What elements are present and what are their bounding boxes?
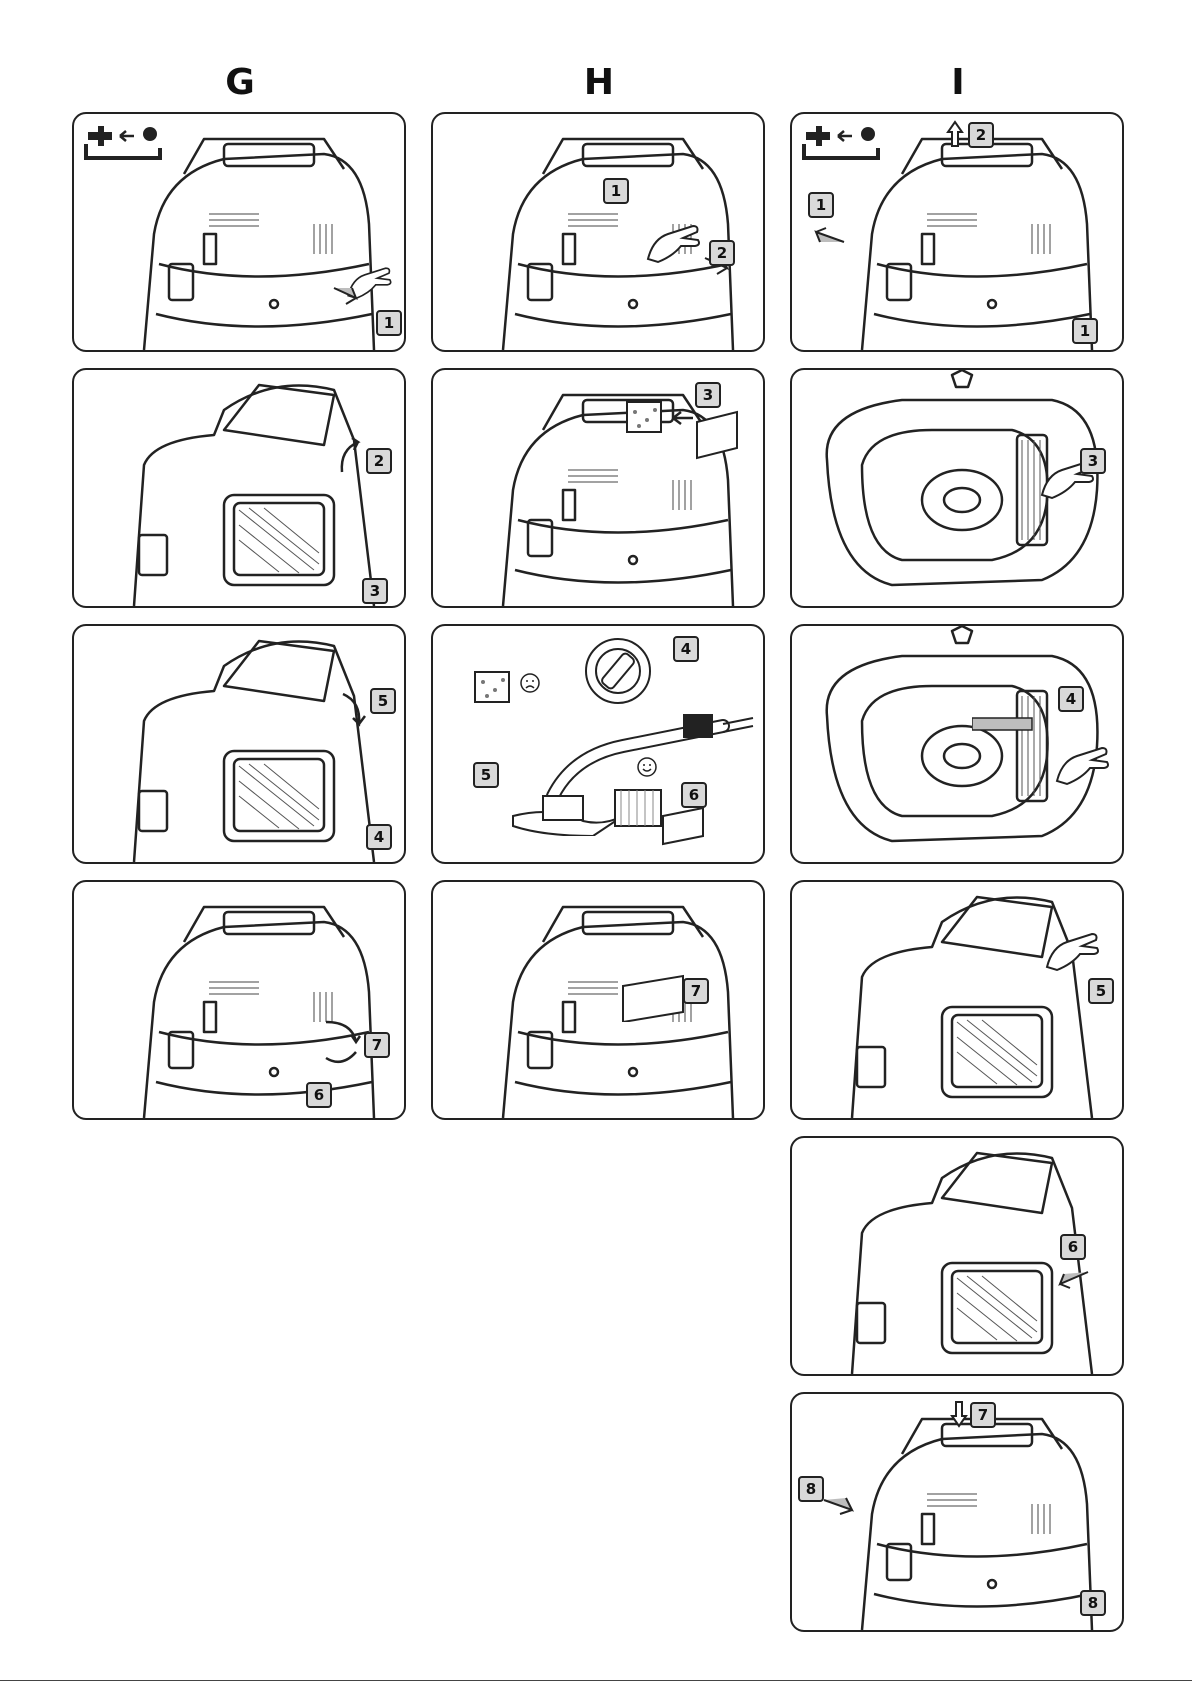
step-badge: 1 [376,310,402,336]
panel-i4: 5 [790,880,1124,1120]
panel-i6: 7 8 8 [790,1392,1124,1632]
step-badge: 2 [968,122,994,148]
unplug-icon [800,122,882,162]
column-heading-h: H [559,62,639,103]
arrow-icon [336,436,366,476]
step-badge: 4 [673,636,699,662]
hand-icon [1052,736,1112,786]
vacuum-illustration [74,882,404,1118]
arrow-icon [946,120,964,148]
panel-g2: 2 3 [72,368,406,608]
step-badge: 7 [970,1402,996,1428]
panel-h4: 7 [431,880,765,1120]
step-badge: 5 [1088,978,1114,1004]
hand-icon [1042,922,1102,972]
step-badge: 6 [1060,1234,1086,1260]
panel-h2: 3 [431,368,765,608]
panel-h1: 1 2 [431,112,765,352]
hand-icon [643,214,703,264]
arrow-icon [339,690,369,730]
step-badge: 4 [366,824,392,850]
step-badge: 3 [362,578,388,604]
vacuum-illustration [433,882,763,1118]
arrow-icon [332,284,368,308]
panel-g4: 7 6 [72,880,406,1120]
panel-i5: 6 [790,1136,1124,1376]
arrow-icon [322,1002,362,1072]
step-badge: 5 [473,762,499,788]
vacuum-open-illustration [792,882,1122,1118]
step-badge: 6 [306,1082,332,1108]
arrow-icon [950,1400,968,1428]
step-badge: 1 [808,192,834,218]
panel-i3: 4 [790,624,1124,864]
step-badge: 1 [603,178,629,204]
filter-illustration [625,392,745,462]
step-badge: 4 [1058,686,1084,712]
vacuum-open-illustration [74,626,404,862]
step-badge: 2 [366,448,392,474]
step-badge: 3 [695,382,721,408]
step-badge: 7 [683,978,709,1004]
step-badge: 1 [1072,318,1098,344]
vacuum-illustration [433,114,763,350]
arrow-icon [972,710,1052,740]
arrow-icon [822,1494,858,1518]
step-badge: 3 [1080,448,1106,474]
step-badge: 5 [370,688,396,714]
panel-h3: 4 5 6 [431,624,765,864]
column-heading-i: I [918,62,998,103]
unplug-icon [82,122,164,162]
step-badge: 8 [798,1476,824,1502]
page-bottom-rule [0,1680,1192,1681]
arrow-icon [810,224,846,248]
panel-i2: 3 [790,368,1124,608]
vacuum-open-illustration [74,370,404,606]
column-heading-g: G [200,62,280,103]
panel-i1: 2 1 1 [790,112,1124,352]
smile-face-icon [636,756,658,778]
panel-g1: 1 [72,112,406,352]
arrow-icon [1054,1268,1090,1292]
panel-g3: 5 4 [72,624,406,864]
step-badge: 2 [709,240,735,266]
step-badge: 8 [1080,1590,1106,1616]
step-badge: 6 [681,782,707,808]
step-badge: 7 [364,1032,390,1058]
